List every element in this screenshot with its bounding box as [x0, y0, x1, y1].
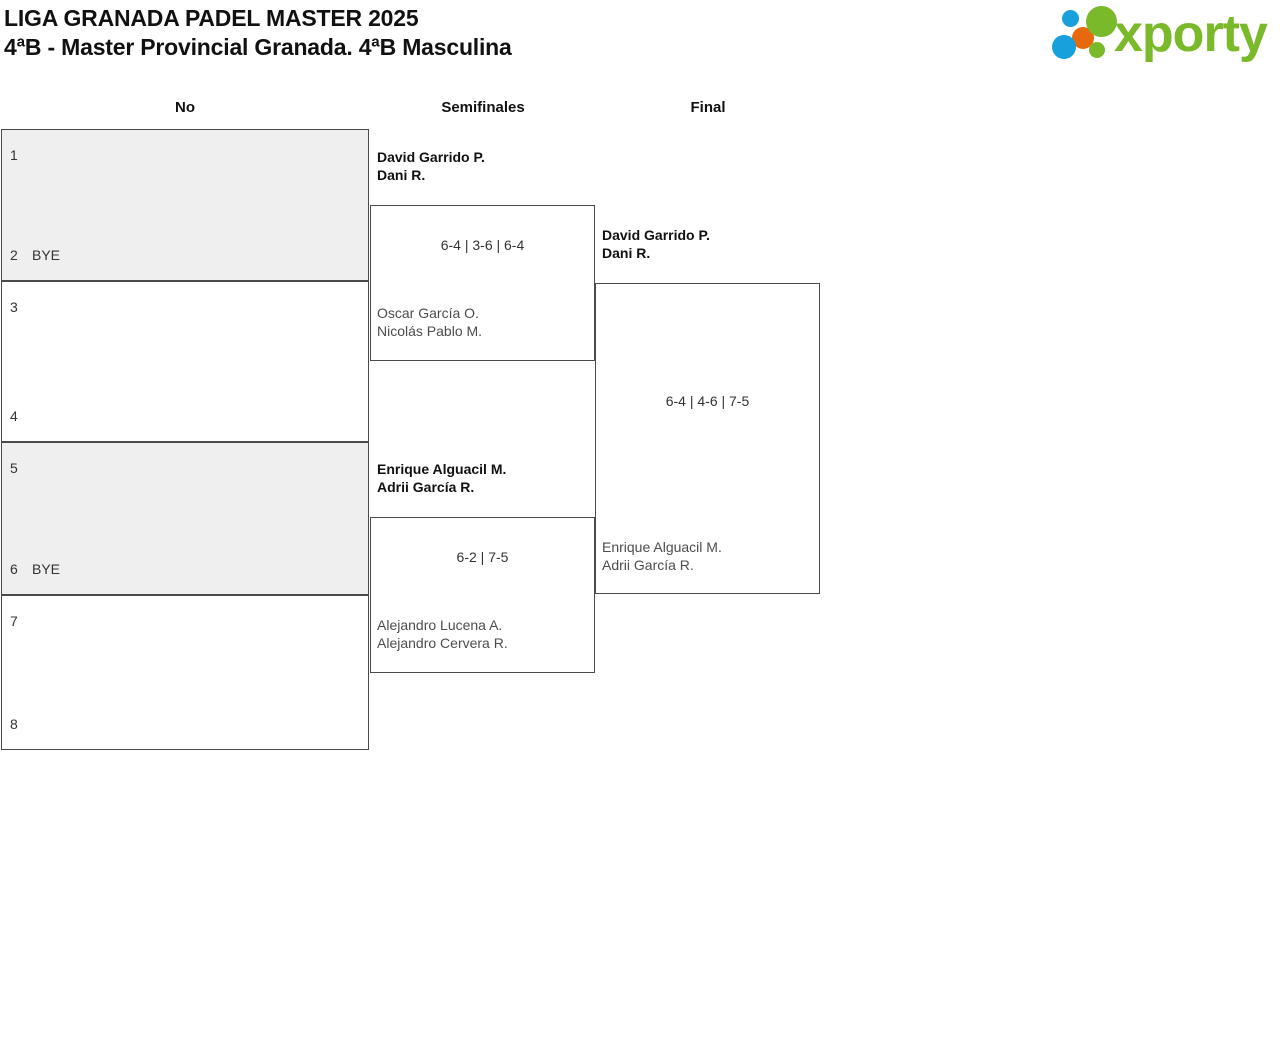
category-title: 4ªB - Master Provincial Granada. 4ªB Mas…: [4, 34, 512, 60]
player-name: David Garrido P.: [377, 149, 485, 165]
seed-row: 2 BYE: [10, 246, 60, 264]
semifinal-2-match-box[interactable]: [370, 517, 595, 673]
seed-block-3[interactable]: 5 6 BYE: [1, 442, 369, 595]
green-dot-large-icon: [1086, 6, 1117, 37]
semifinal-1-loser[interactable]: Oscar García O. Nicolás Pablo M.: [377, 304, 482, 340]
semifinal-1-match-box[interactable]: [370, 205, 595, 361]
blue-dot-large-icon: [1052, 35, 1076, 59]
seed-number: 7: [10, 613, 18, 629]
final-loser[interactable]: Enrique Alguacil M. Adrii García R.: [602, 538, 722, 574]
player-name: Enrique Alguacil M.: [377, 461, 507, 477]
seed-number: 8: [10, 716, 18, 732]
semifinal-1-winner[interactable]: David Garrido P. Dani R.: [377, 148, 485, 184]
semifinal-2-loser[interactable]: Alejandro Lucena A. Alejandro Cervera R.: [377, 616, 508, 652]
player-name: David Garrido P.: [602, 227, 710, 243]
semifinal-1-score: 6-4 | 3-6 | 6-4: [440, 237, 525, 253]
blue-dot-small-icon: [1062, 10, 1079, 27]
seed-row: 8: [10, 715, 32, 733]
orange-dot-icon: [1072, 27, 1094, 49]
seed-number: 5: [10, 460, 18, 476]
final-match-box[interactable]: [595, 283, 820, 594]
player-name: Dani R.: [377, 167, 426, 183]
player-name: Alejandro Lucena A.: [377, 617, 503, 633]
player-name: Nicolás Pablo M.: [377, 323, 483, 339]
seed-number: 1: [10, 147, 18, 163]
final-score: 6-4 | 4-6 | 7-5: [665, 393, 750, 409]
seed-row: 6 BYE: [10, 560, 60, 578]
seed-number: 2: [10, 247, 18, 263]
page-header: LIGA GRANADA PADEL MASTER 2025 4ªB - Mas…: [0, 0, 1280, 80]
semifinal-2-score: 6-2 | 7-5: [456, 549, 509, 565]
logo-dots-cluster: [1044, 4, 1130, 62]
seed-row: 5: [10, 459, 32, 477]
player-name: Alejandro Cervera R.: [377, 635, 508, 651]
semifinal-2-winner[interactable]: Enrique Alguacil M. Adrii García R.: [377, 460, 506, 496]
seed-block-1[interactable]: 1 2 BYE: [1, 129, 369, 281]
player-name: Dani R.: [602, 245, 651, 261]
title-block: LIGA GRANADA PADEL MASTER 2025 4ªB - Mas…: [4, 4, 512, 62]
seed-row: 7: [10, 612, 32, 630]
column-header-seeds: No: [175, 99, 195, 116]
column-header-final: Final: [690, 99, 726, 116]
seed-number: 6: [10, 561, 18, 577]
player-name: Oscar García O.: [377, 305, 479, 321]
tournament-title: LIGA GRANADA PADEL MASTER 2025: [4, 5, 419, 31]
player-name: Enrique Alguacil M.: [602, 539, 722, 555]
final-winner[interactable]: David Garrido P. Dani R.: [602, 226, 710, 262]
seed-block-2[interactable]: 3 4: [1, 281, 369, 442]
column-header-semifinals: Semifinales: [441, 99, 525, 116]
seed-row: 4: [10, 407, 32, 425]
seed-number: 4: [10, 408, 18, 424]
seed-name: BYE: [32, 561, 61, 577]
logo-wordmark: xporty: [1114, 5, 1268, 63]
player-name: Adrii García R.: [377, 479, 475, 495]
player-name: Adrii García R.: [602, 557, 694, 573]
xporty-logo[interactable]: xporty: [1044, 4, 1276, 64]
seed-number: 3: [10, 299, 18, 315]
green-dot-small-icon: [1089, 42, 1105, 58]
seed-row: 1: [10, 146, 32, 164]
seed-row: 3: [10, 298, 32, 316]
seed-name: BYE: [32, 247, 61, 263]
seed-block-4[interactable]: 7 8: [1, 595, 369, 750]
